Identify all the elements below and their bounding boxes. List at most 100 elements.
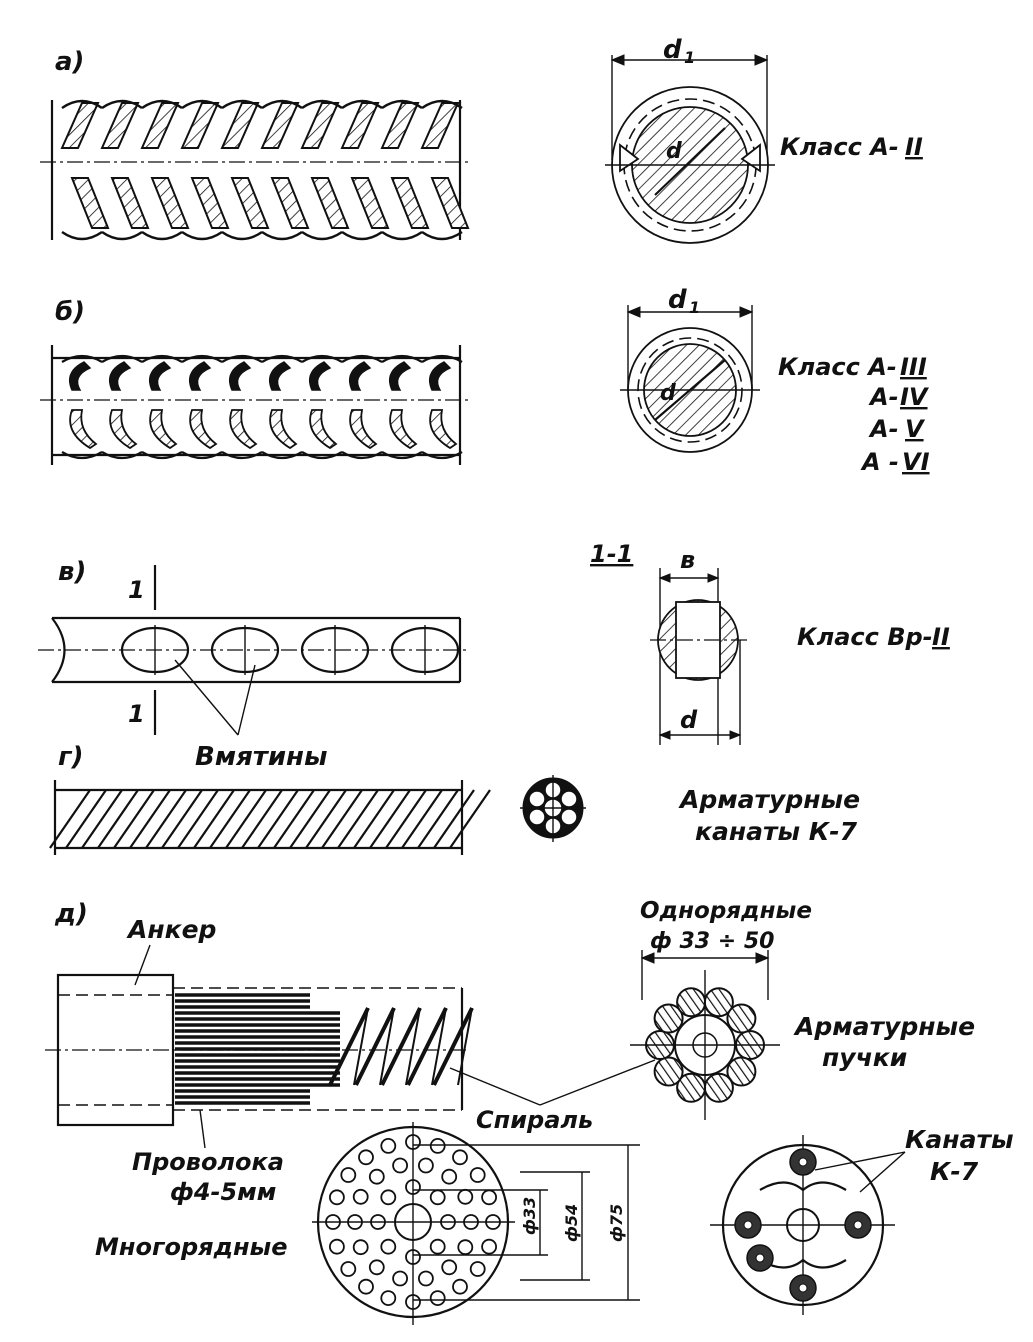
spiral-back (353, 1007, 369, 1086)
rib-b-bottom (349, 409, 378, 450)
rib-b-top (229, 361, 252, 391)
panel-d: д) Анкер Спираль Проволока ф4-5мм (45, 898, 1014, 1325)
rope-strand (353, 789, 395, 849)
rib-a-top-edge (141, 99, 183, 109)
multi-row-wire (358, 1278, 374, 1295)
multi-row-wire (392, 1157, 409, 1174)
rib-b-top (309, 361, 332, 391)
rib-b-bottom (109, 409, 138, 450)
multi-row-wire (352, 1188, 369, 1205)
rib-b-bottom (229, 409, 258, 450)
rib-b-top-edge (301, 354, 343, 363)
rib-a-top-edge (421, 99, 463, 109)
section-mark-bottom: 1 (128, 700, 145, 728)
multi-row-wire (481, 1238, 498, 1255)
rib-a-top (260, 102, 300, 149)
rib-b-top (109, 361, 132, 391)
multi-row-wire (429, 1290, 446, 1306)
section-v: 1-1 в d (590, 540, 750, 745)
rib-a-bottom (230, 177, 270, 229)
rib-b-top (389, 361, 412, 391)
wire-label-line1: Проволока (132, 1148, 284, 1176)
multi-row-wire (429, 1189, 446, 1206)
rib-b-top-edge (61, 354, 103, 363)
rope-strand (289, 789, 331, 849)
rope-strand (97, 789, 139, 849)
spiral-back (431, 1007, 447, 1086)
multi-row-wire (380, 1290, 397, 1306)
spiral-turn (328, 1007, 370, 1086)
section-v-dim-b: в (680, 546, 695, 574)
rope-strand (113, 789, 155, 849)
panel-d-letter: д) (54, 899, 88, 929)
multi-row-wire (441, 1168, 458, 1185)
ropes-caption-line2: канаты К-7 (695, 817, 858, 846)
rib-a-bottom (350, 177, 390, 229)
spiral-turn (432, 1007, 474, 1086)
rib-a-top (220, 102, 260, 149)
section-b-dim-d1: d (668, 285, 687, 315)
rib-a-bottom-edge (181, 231, 223, 241)
dents-label: Вмятины (195, 742, 328, 772)
class-b-roman-3: VI (902, 448, 930, 476)
single-row-wire (726, 1056, 757, 1087)
class-a-label: Класс A- (780, 133, 899, 161)
multi-row-wire (469, 1261, 486, 1277)
rope-k7-core (798, 1157, 808, 1167)
single-row-bundle-section (630, 950, 780, 1120)
rib-b-bottom-edge (61, 451, 103, 460)
bar-a-helical-ribs (40, 99, 470, 241)
class-b-roman-0: III (900, 353, 927, 381)
rib-b-top-edge (261, 354, 303, 363)
multi-row-wire (340, 1261, 357, 1277)
rib-a-bottom (150, 177, 190, 229)
rope-strand (433, 789, 475, 849)
rope-strand (321, 789, 363, 849)
section-b-dim-d: d (660, 381, 676, 406)
rib-a-bottom-edge (261, 231, 303, 241)
rib-b-top-edge (421, 354, 463, 363)
rib-a-bottom (70, 177, 110, 229)
rib-b-top-edge (381, 354, 423, 363)
multi-row-wire (368, 1168, 385, 1185)
rope-k7-section (520, 775, 586, 842)
rib-b-bottom-edge (101, 451, 143, 460)
multi-row-wire (417, 1270, 434, 1287)
rib-a-top (380, 102, 420, 149)
rope-strand (369, 789, 411, 849)
rib-b-bottom-edge (341, 451, 383, 460)
panel-v: в) 1 1 Вмятины 1-1 (38, 540, 950, 772)
rope-k7-side (49, 780, 491, 855)
rib-a-top-edge (301, 99, 343, 109)
class-v-label: Класс Bp- (797, 623, 933, 651)
section-a-dim-d1: d (663, 35, 682, 65)
wire-label-line2: ф4-5мм (170, 1178, 276, 1206)
multi-row-wire (380, 1189, 397, 1206)
panel-g: г) Арматурные канаты К-7 (49, 742, 860, 855)
section-b-dim-d1-sub: 1 (689, 298, 700, 317)
multi-row-wire (441, 1259, 458, 1276)
class-b-roman-1: IV (900, 383, 930, 411)
rope-strand (193, 789, 235, 849)
multi-row-wire (429, 1138, 446, 1154)
rib-a-top-edge (61, 99, 103, 109)
panel-g-letter: г) (58, 742, 83, 772)
anchor-label: Анкер (126, 915, 216, 944)
rope-strand (129, 789, 171, 849)
rib-b-top (189, 361, 212, 391)
rib-b-bottom-edge (141, 451, 183, 460)
section-v-dim-d: d (680, 706, 698, 734)
rope-strand (257, 789, 299, 849)
multi-row-wire (380, 1238, 397, 1255)
section-a-dim-d: d (666, 139, 682, 164)
rope-k7-core (743, 1220, 753, 1230)
rope-strand (209, 789, 251, 849)
rib-b-top-edge (341, 354, 383, 363)
rope-k7-core (798, 1283, 808, 1293)
rib-a-bottom (270, 177, 310, 229)
panel-a-letter: а) (55, 47, 84, 77)
spiral-back (379, 1007, 395, 1086)
rib-b-bottom (269, 409, 298, 450)
ropes-label-line2: К-7 (930, 1157, 979, 1186)
